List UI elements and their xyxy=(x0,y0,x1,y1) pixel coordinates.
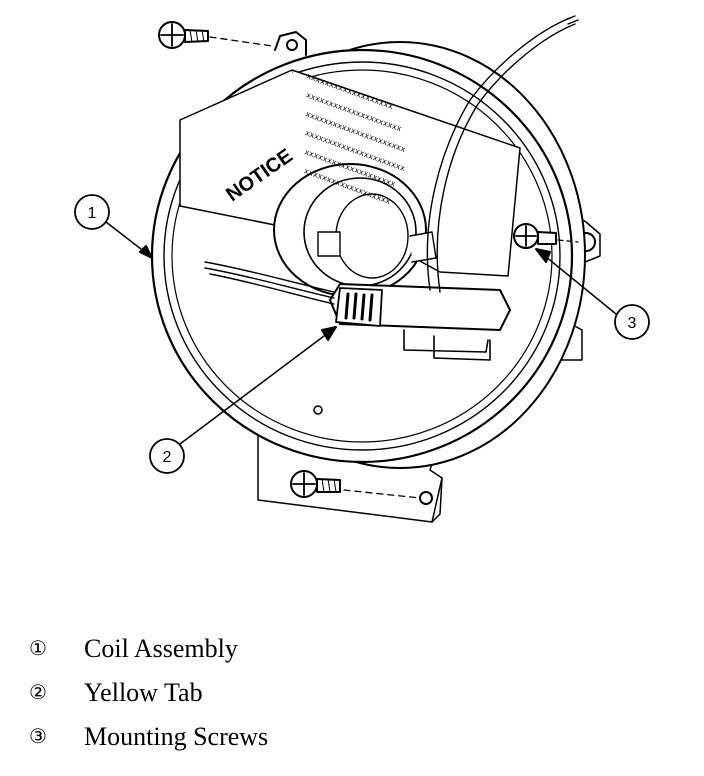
callout-3 xyxy=(535,248,650,340)
legend-item-mounting-screws: ③ Mounting Screws xyxy=(0,718,704,758)
face-hole xyxy=(313,405,323,415)
coil-assembly-diagram: NOTICE xxxxxxxxxxxxxxxxxxx xxxxxxxxxxxxx… xyxy=(74,15,650,523)
legend-label: Coil Assembly xyxy=(84,634,238,663)
legend-item-yellow-tab: ② Yellow Tab xyxy=(0,674,704,714)
bottom-screw xyxy=(290,470,433,505)
yellow-tab-connector xyxy=(329,283,511,361)
legend-label: Yellow Tab xyxy=(84,678,203,707)
wires xyxy=(204,15,579,305)
callout-2-label: 2 xyxy=(163,449,172,466)
top-tab xyxy=(274,31,307,56)
legend-label: Mounting Screws xyxy=(84,722,269,751)
legend-item-coil-assembly: ① Coil Assembly xyxy=(0,630,704,670)
callout-3-label: 3 xyxy=(628,315,637,332)
legend-marker: ① xyxy=(29,636,47,660)
legend-marker: ③ xyxy=(29,724,47,748)
diagram-svg: NOTICE xxxxxxxxxxxxxxxxxxx xxxxxxxxxxxxx… xyxy=(74,15,650,523)
callout-2 xyxy=(149,326,337,474)
callout-1-label: 1 xyxy=(88,205,97,222)
legend-marker: ② xyxy=(29,680,47,704)
callout-1 xyxy=(74,194,153,259)
top-screw xyxy=(158,21,273,49)
right-screw xyxy=(513,223,579,249)
